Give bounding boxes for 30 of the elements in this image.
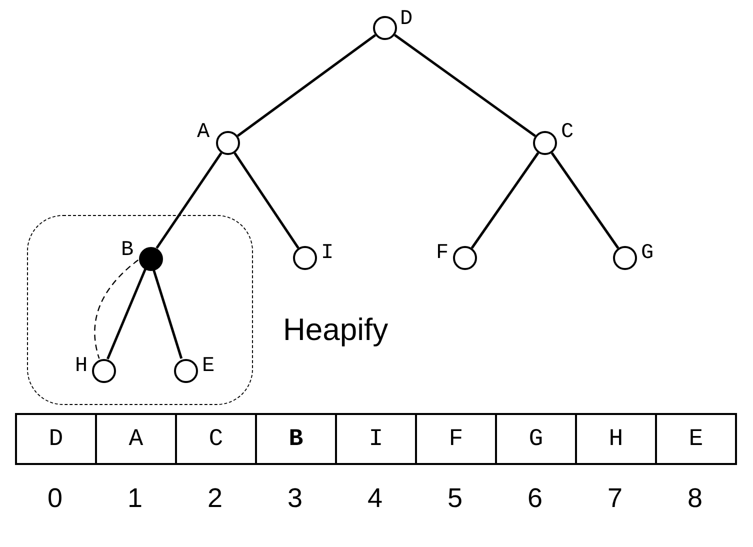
array-cell: A	[95, 413, 177, 465]
caption-text: Heapify	[283, 312, 388, 348]
node-label: B	[121, 239, 134, 263]
dashed-group-outline	[27, 215, 253, 405]
array-cell: B	[255, 413, 337, 465]
index-number: 1	[126, 483, 144, 514]
array-cell: H	[575, 413, 657, 465]
array-cell: G	[495, 413, 577, 465]
array-cell: E	[655, 413, 737, 465]
index-number: 5	[446, 483, 464, 514]
array-cell: F	[415, 413, 497, 465]
index-number: 3	[286, 483, 304, 514]
tree-edge	[394, 34, 536, 138]
tree-edge	[152, 269, 183, 359]
index-number: 0	[46, 483, 64, 514]
array-cell: D	[15, 413, 97, 465]
tree-edge	[470, 152, 540, 249]
index-number: 6	[526, 483, 544, 514]
array-cell: C	[175, 413, 257, 465]
index-number: 7	[606, 483, 624, 514]
tree-edge	[106, 268, 146, 360]
index-number: 4	[366, 483, 384, 514]
dashed-line	[94, 260, 139, 359]
array-cell: I	[335, 413, 417, 465]
index-number: 2	[206, 483, 224, 514]
tree-edge	[236, 34, 376, 137]
tree-edge	[550, 152, 620, 249]
index-number: 8	[686, 483, 704, 514]
tree-edge	[234, 152, 300, 249]
tree-edge	[156, 152, 222, 249]
